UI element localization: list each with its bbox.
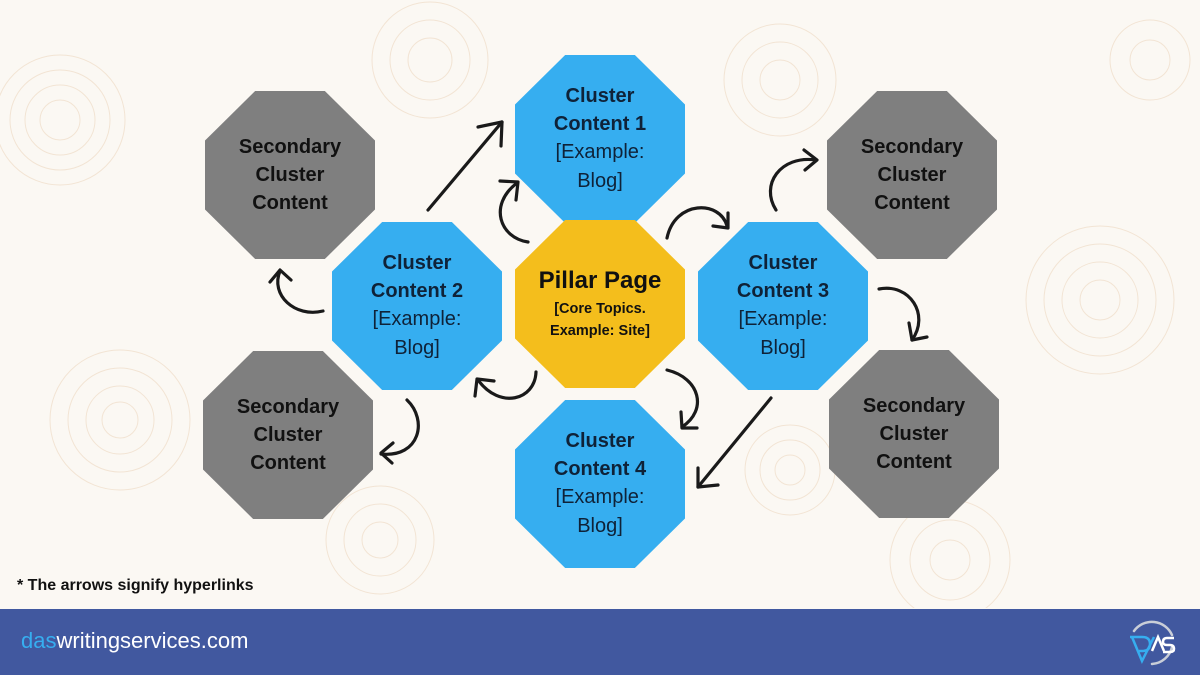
footer-bar: daswritingservices.com	[0, 609, 1200, 675]
arrows-legend-note: * The arrows signify hyperlinks	[17, 577, 254, 594]
secondary-cluster-bottom-right-node: Secondary Cluster Content	[829, 350, 999, 518]
secondary-cluster-top-right-node: Secondary Cluster Content	[827, 91, 997, 259]
node-title: Cluster	[382, 252, 452, 274]
node-title: Cluster	[877, 164, 947, 186]
node-title: Content	[876, 451, 952, 473]
node-title: Cluster	[565, 430, 635, 452]
node-subtitle: Blog]	[577, 515, 623, 537]
background-texture	[0, 1, 1191, 608]
node-title: Content	[874, 192, 950, 214]
secondary-cluster-top-left-node: Secondary Cluster Content	[205, 91, 375, 259]
node-title: Content 2	[370, 280, 464, 302]
cluster-content-4-node: Cluster Content 4 [Example: Blog]	[515, 400, 685, 568]
node-subtitle: Blog]	[760, 337, 806, 359]
pillar-title: Pillar Page	[538, 267, 662, 294]
das-logo-icon	[1130, 620, 1176, 666]
node-title: Secondary	[238, 136, 342, 158]
node-subtitle: [Example:	[738, 308, 828, 330]
node-subtitle: [Example:	[555, 141, 645, 163]
brand-accent-text: das	[21, 628, 57, 653]
node-title: Content 4	[553, 458, 647, 480]
node-title: Secondary	[860, 136, 964, 158]
node-title: Cluster	[565, 85, 635, 107]
node-title: Content 1	[553, 113, 647, 135]
secondary-cluster-bottom-left-node: Secondary Cluster Content	[203, 351, 373, 519]
pillar-page-node: Pillar Page [Core Topics. Example: Site]	[515, 220, 685, 388]
node-title: Cluster	[253, 424, 323, 446]
node-title: Cluster	[879, 423, 949, 445]
website-link[interactable]: daswritingservices.com	[21, 628, 248, 654]
pillar-subtitle: Example: Site]	[550, 323, 650, 339]
node-title: Content	[250, 452, 326, 474]
cluster-content-3-node: Cluster Content 3 [Example: Blog]	[698, 222, 868, 390]
node-title: Secondary	[862, 395, 966, 417]
node-title: Secondary	[236, 396, 340, 418]
node-subtitle: [Example:	[555, 486, 645, 508]
node-subtitle: [Example:	[372, 308, 462, 330]
cluster-content-1-node: Cluster Content 1 [Example: Blog]	[515, 55, 685, 223]
node-title: Cluster	[748, 252, 818, 274]
node-title: Content	[252, 192, 328, 214]
node-title: Cluster	[255, 164, 325, 186]
cluster-content-2-node: Cluster Content 2 [Example: Blog]	[332, 222, 502, 390]
node-subtitle: Blog]	[577, 170, 623, 192]
node-subtitle: Blog]	[394, 337, 440, 359]
node-title: Content 3	[736, 280, 830, 302]
pillar-subtitle: [Core Topics.	[554, 301, 646, 317]
brand-rest-text: writingservices.com	[56, 628, 249, 653]
